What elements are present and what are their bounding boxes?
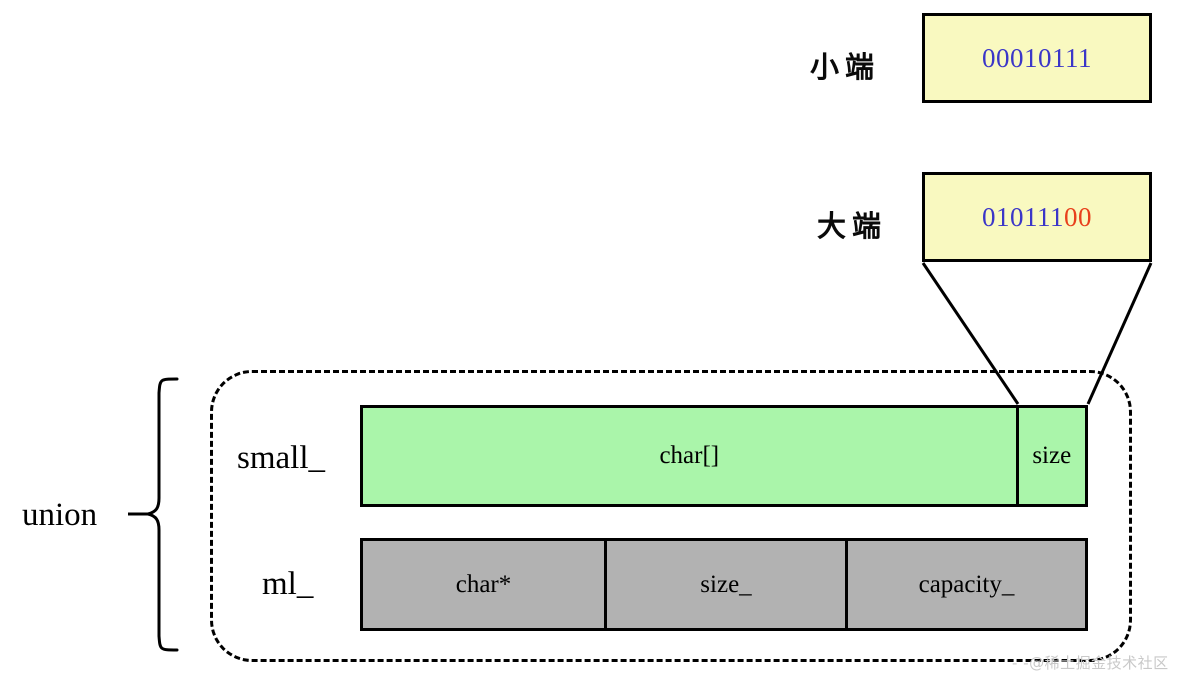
small-cell-chararray: char[] [659, 442, 720, 469]
ml-cell-size: size_ [603, 541, 845, 628]
big-endian-bits: 01011100 [982, 201, 1092, 232]
little-endian-label: 小端 [810, 50, 881, 84]
small-memory-row: char[] size [360, 405, 1088, 507]
big-endian-label: 大端 [817, 209, 888, 243]
union-label: union [22, 497, 98, 533]
small-row-label: small_ [237, 440, 325, 476]
little-endian-bits: 00010111 [982, 42, 1092, 73]
ml-memory-row: char* size_ capacity_ [360, 538, 1088, 631]
ml-cell-charptr: char* [455, 570, 512, 598]
ml-row-label: ml_ [262, 566, 314, 602]
ml-cell-capacity: capacity_ [844, 541, 1085, 628]
small-cell-size: size [1015, 408, 1085, 504]
little-endian-byte-box: 00010111 [922, 13, 1152, 103]
big-endian-byte-box: 01011100 [922, 172, 1152, 262]
big-endian-bits-primary: 010111 [982, 201, 1064, 232]
watermark-text: - -@稀土掘金技术社区 [1012, 654, 1169, 672]
union-boundary [210, 370, 1132, 662]
union-brace [147, 377, 179, 652]
big-endian-bits-highlight: 00 [1064, 201, 1092, 232]
